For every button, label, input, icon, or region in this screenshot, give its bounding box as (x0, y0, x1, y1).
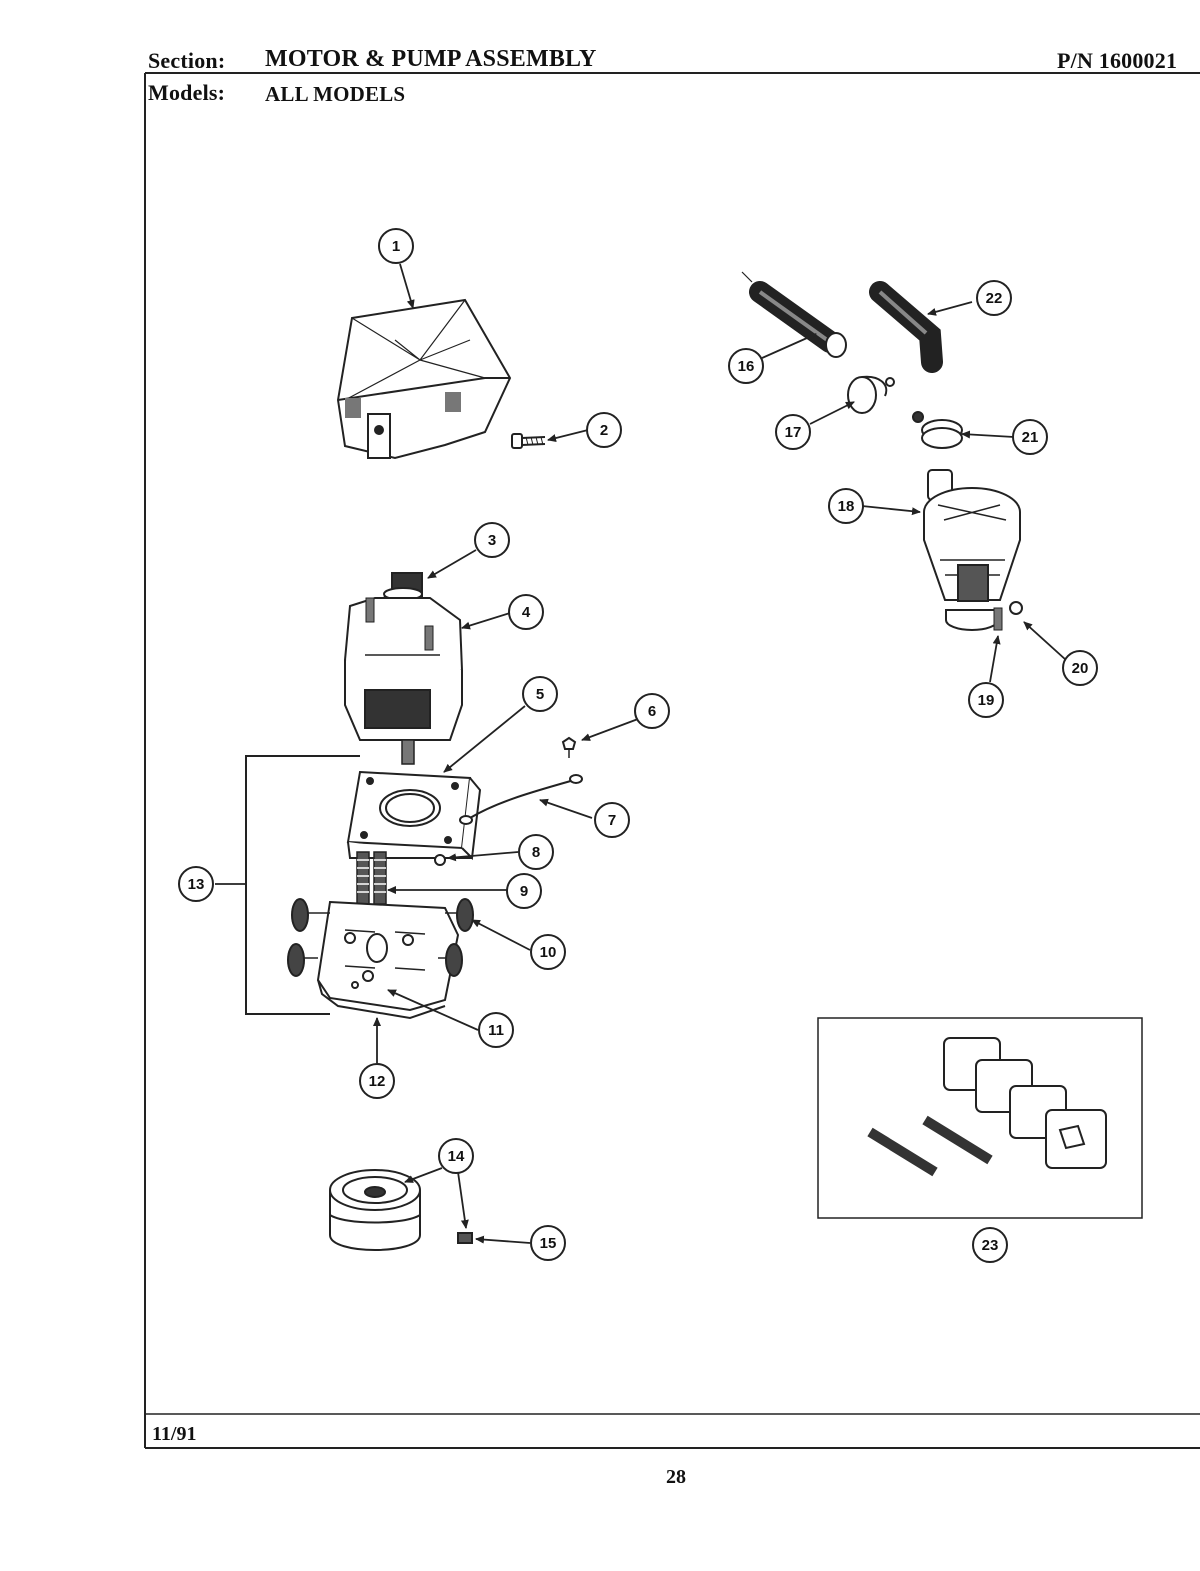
callout-4: 4 (522, 604, 531, 621)
callout-16: 16 (738, 358, 755, 375)
callout-circles (178, 228, 1098, 1263)
models-label: Models: (148, 80, 226, 105)
callout-7: 7 (608, 812, 616, 829)
motor-base-bracket-part (287, 898, 474, 1020)
section-title: MOTOR & PUMP ASSEMBLY (265, 46, 597, 72)
page-frame (144, 72, 1200, 1449)
callout-3: 3 (488, 532, 496, 549)
drive-motor-part (343, 572, 464, 765)
callout-19: 19 (978, 692, 995, 709)
screw-part (511, 433, 546, 449)
section-label: Section: (148, 48, 226, 73)
counterweight-spring-kit-part (817, 1017, 1143, 1219)
ground-wire-part (459, 736, 583, 825)
revision-date: 11/91 (152, 1423, 197, 1445)
pump-hoses-part (741, 271, 943, 373)
models-value: ALL MODELS (265, 82, 406, 106)
callout-14: 14 (448, 1148, 465, 1165)
callout-9: 9 (520, 883, 528, 900)
part-number: P/N 1600021 (1057, 48, 1178, 73)
hose-clamps-part (847, 375, 963, 449)
callout-13: 13 (188, 876, 205, 893)
suspension-springs-part (356, 851, 446, 905)
motor-cover-part (336, 298, 512, 460)
callout-22: 22 (986, 290, 1003, 307)
callout-8: 8 (532, 844, 540, 861)
callout-17: 17 (785, 424, 802, 441)
callout-10: 10 (540, 944, 557, 961)
callout-12: 12 (369, 1073, 386, 1090)
callout-labels: 1 2 3 4 5 6 7 8 9 10 11 12 13 14 15 16 1… (188, 238, 1089, 1254)
callout-6: 6 (648, 703, 656, 720)
callout-21: 21 (1022, 429, 1039, 446)
callout-18: 18 (838, 498, 855, 515)
callout-1: 1 (392, 238, 400, 255)
drain-pump-part (923, 469, 1023, 631)
callout-11: 11 (488, 1022, 504, 1039)
callout-23: 23 (982, 1237, 999, 1254)
assembly-13-bracket (245, 755, 360, 1015)
callout-15: 15 (540, 1235, 557, 1252)
callout-2: 2 (600, 422, 608, 439)
page-number: 28 (666, 1466, 686, 1488)
leader-lines (373, 263, 1067, 1244)
pulley-part (329, 1169, 473, 1251)
callout-5: 5 (536, 686, 544, 703)
motor-mounting-plate-part (346, 770, 482, 861)
callout-20: 20 (1072, 660, 1089, 677)
